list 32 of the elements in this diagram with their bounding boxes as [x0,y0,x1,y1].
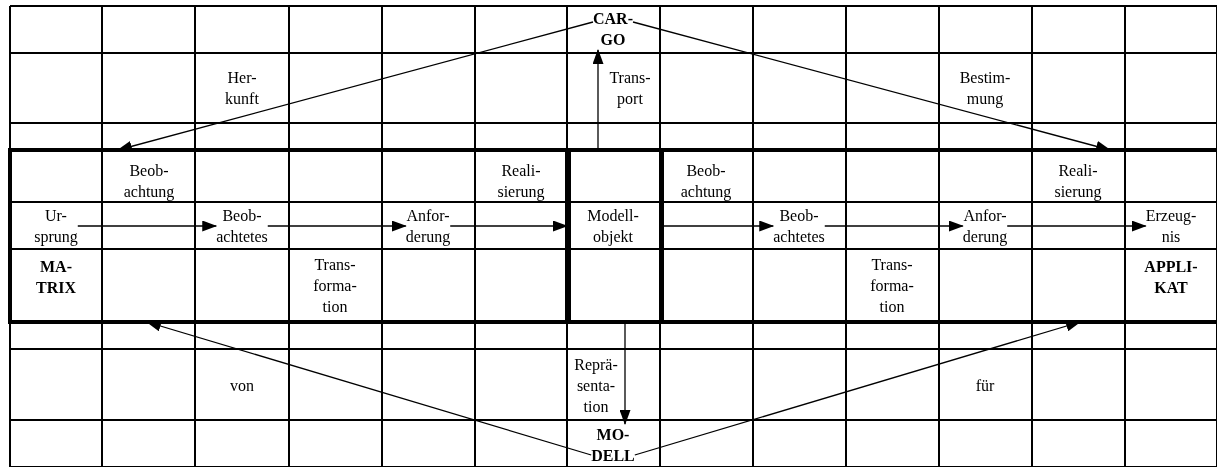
edge-label: Her- kunft [225,68,259,109]
framed-region [8,148,571,324]
concept-label: Anfor- derung [405,205,451,247]
edge-label: Reprä- senta- tion [574,354,618,417]
edge-label: Beob- achtung [680,161,732,202]
concept-label: CAR- GO [593,8,633,50]
edge-label: Reali- sierung [1054,161,1102,202]
concept-label: Erzeug- nis [1145,205,1197,247]
arrow [592,49,604,151]
arrow [77,220,218,232]
edge-label: Trans- forma- tion [313,254,357,317]
edge-label: von [230,375,254,396]
arrow [1006,220,1147,232]
edge-label: Trans- forma- tion [870,254,914,317]
concept-label: MO- DELL [591,424,635,466]
region-heading: APPLI- KAT [1144,257,1198,298]
region-heading: MA- TRIX [36,257,76,298]
concept-label: Ur- sprung [34,205,78,247]
arrow [449,220,568,232]
edge-label: Bestim- mung [959,68,1011,109]
edge-label: Trans- port [609,68,651,109]
concept-label: Anfor- derung [962,205,1008,247]
arrow [267,220,407,232]
arrow [661,220,775,232]
edge-label: Beob- achtung [123,161,175,202]
edge-label: Reali- sierung [497,161,545,202]
arrow [824,220,964,232]
region-heading: Modell- objekt [587,206,639,247]
edge-label: für [975,375,995,396]
concept-label: Beob- achtetes [773,205,825,247]
concept-label: Beob- achtetes [216,205,268,247]
arrow [619,321,631,425]
